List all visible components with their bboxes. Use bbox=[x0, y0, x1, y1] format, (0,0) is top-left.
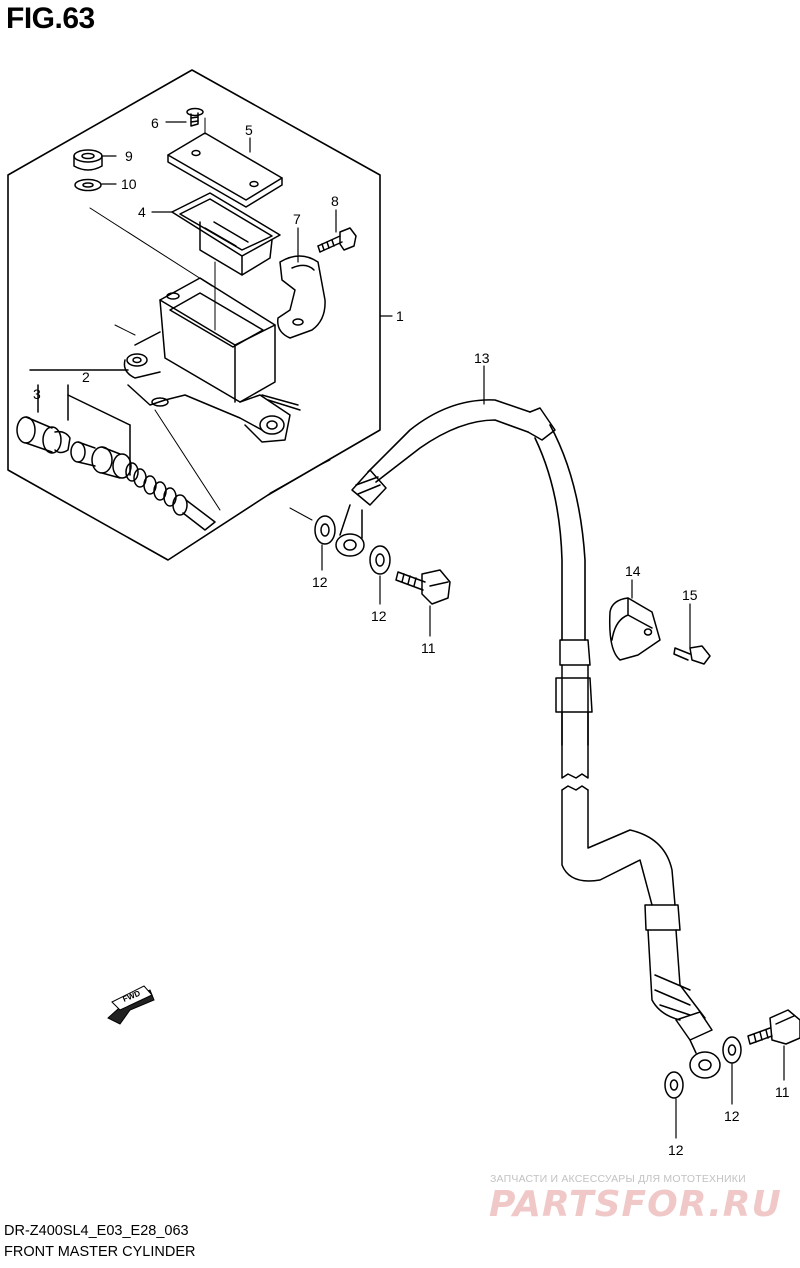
callout-14: 14 bbox=[625, 563, 641, 579]
callout-9: 9 bbox=[125, 148, 133, 164]
figure-title: FIG.63 bbox=[6, 2, 95, 35]
callout-2: 2 bbox=[82, 369, 90, 385]
part-union-bolt-11b bbox=[747, 1009, 800, 1045]
part-washer-10 bbox=[74, 178, 102, 192]
fwd-arrow-icon: FWD bbox=[107, 985, 155, 1025]
callout-7: 7 bbox=[293, 211, 301, 227]
part-washer-12c bbox=[722, 1036, 742, 1064]
construction-lines bbox=[89, 117, 331, 521]
callout-5: 5 bbox=[245, 122, 253, 138]
callout-12-d: 12 bbox=[668, 1142, 684, 1158]
part-washer-12d bbox=[664, 1071, 684, 1099]
watermark-tagline: ЗАПЧАСТИ И АКСЕССУАРЫ ДЛЯ МОТОТЕХНИКИ bbox=[490, 1173, 746, 1185]
part-cap-5 bbox=[167, 132, 283, 208]
callout-1: 1 bbox=[396, 308, 404, 324]
callout-12-a: 12 bbox=[312, 574, 328, 590]
leader-lines bbox=[101, 121, 785, 1139]
callout-12-c: 12 bbox=[724, 1108, 740, 1124]
part-diaphragm-4 bbox=[171, 192, 281, 276]
callout-labels: 6 5 9 10 4 7 8 1 3 2 13 12 12 11 14 15 1… bbox=[33, 115, 790, 1158]
part-master-cylinder-body bbox=[123, 277, 301, 443]
callout-11-b: 11 bbox=[775, 1084, 790, 1100]
part-piston-assembly-2-3 bbox=[16, 369, 216, 531]
part-washer-12a bbox=[314, 515, 336, 545]
model-code: DR-Z400SL4_E03_E28_063 bbox=[4, 1223, 189, 1239]
part-union-bolt-11a bbox=[395, 569, 451, 605]
part-boot-9 bbox=[73, 149, 103, 171]
part-screw-6 bbox=[186, 107, 204, 127]
assembly-outline bbox=[7, 69, 381, 561]
part-brake-hose-13 bbox=[335, 399, 721, 1079]
callout-12-b: 12 bbox=[371, 608, 387, 624]
part-clamp-7 bbox=[277, 255, 326, 339]
part-bolt-8 bbox=[317, 227, 357, 253]
callout-3: 3 bbox=[33, 386, 41, 402]
part-washer-12b bbox=[369, 545, 391, 575]
callout-13: 13 bbox=[474, 350, 490, 366]
callout-4: 4 bbox=[138, 204, 146, 220]
callout-8: 8 bbox=[331, 193, 339, 209]
callout-11-a: 11 bbox=[421, 640, 436, 656]
callout-6: 6 bbox=[151, 115, 159, 131]
callout-15: 15 bbox=[682, 587, 698, 603]
part-screw-15 bbox=[673, 645, 711, 665]
figure-caption: FRONT MASTER CYLINDER bbox=[4, 1244, 196, 1260]
callout-10: 10 bbox=[121, 176, 137, 192]
watermark-logo: PARTSFOR.RU bbox=[489, 1184, 782, 1225]
part-hose-clamp-14 bbox=[608, 597, 661, 661]
